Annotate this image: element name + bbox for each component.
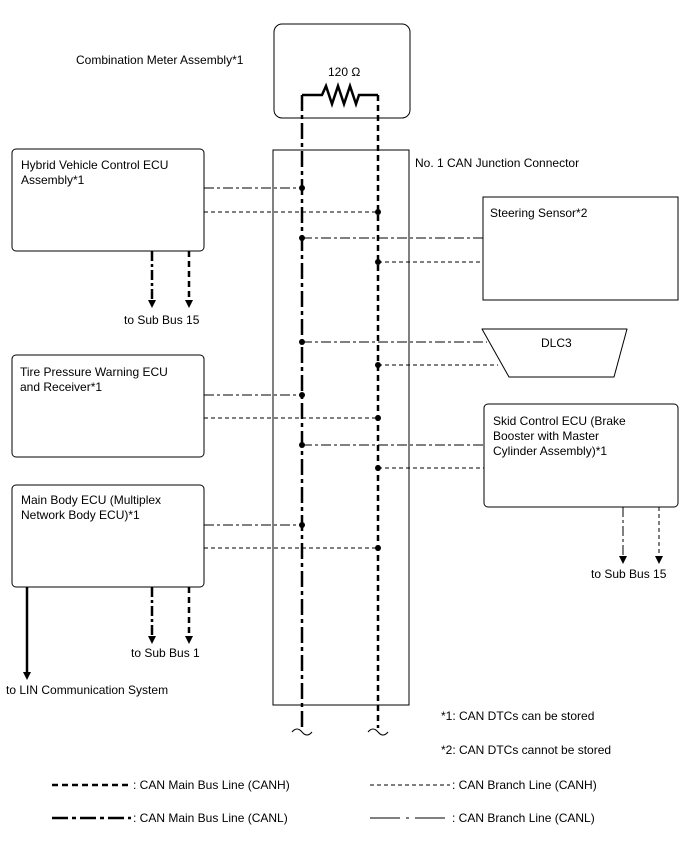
main-body-ecu-label-2: Network Body ECU)*1 — [21, 508, 140, 522]
tire-pressure-ecu-box — [11, 354, 205, 458]
hybrid-sub-bus-label: to Sub Bus 15 — [124, 313, 200, 327]
junction-dot — [375, 259, 381, 265]
note-dtc-not-stored: *2: CAN DTCs cannot be stored — [441, 743, 611, 757]
bus-continuation-right — [367, 728, 389, 736]
junction-dot — [299, 185, 305, 191]
skid-sub-bus-label: to Sub Bus 15 — [591, 567, 667, 581]
hybrid-ecu-box — [11, 148, 205, 252]
junction-dot — [375, 465, 381, 471]
lin-system-label: to LIN Communication System — [6, 683, 168, 697]
terminating-resistor — [302, 82, 378, 108]
hybrid-ecu-label-2: Assembly*1 — [21, 173, 85, 187]
skid-control-ecu-box — [483, 403, 679, 508]
junction-connector-label: No. 1 CAN Junction Connector — [415, 156, 579, 170]
junction-dot — [375, 415, 381, 421]
dlc3-connector — [481, 328, 628, 378]
junction-dot — [299, 392, 305, 398]
legend-branch-canh-label: : CAN Branch Line (CANH) — [452, 778, 597, 792]
steering-sensor-label: Steering Sensor*2 — [490, 206, 588, 220]
skid-control-ecu-label-3: Cylinder Assembly)*1 — [493, 444, 607, 458]
junction-dots — [299, 185, 381, 551]
junction-dot — [375, 209, 381, 215]
main-body-ecu-box — [11, 484, 205, 588]
junction-dot — [299, 339, 305, 345]
legend-branch-canl-label: : CAN Branch Line (CANL) — [452, 811, 595, 825]
junction-dot — [299, 522, 305, 528]
junction-dot — [375, 362, 381, 368]
main-body-ecu-label-1: Main Body ECU (Multiplex — [21, 493, 161, 507]
note-dtc-stored: *1: CAN DTCs can be stored — [441, 709, 594, 723]
legend-main-canl-label: : CAN Main Bus Line (CANL) — [133, 811, 288, 825]
skid-control-ecu-label-1: Skid Control ECU (Brake — [493, 414, 626, 428]
steering-sensor-box — [482, 196, 679, 301]
body-sub-bus-label: to Sub Bus 1 — [131, 646, 200, 660]
resistor-label: 120 Ω — [328, 65, 360, 79]
hybrid-ecu-label-1: Hybrid Vehicle Control ECU — [21, 158, 168, 172]
tire-pressure-ecu-label-1: Tire Pressure Warning ECU — [20, 365, 168, 379]
bus-continuation-left — [291, 728, 313, 736]
junction-dot — [299, 442, 305, 448]
dlc3-label: DLC3 — [541, 336, 572, 350]
junction-dot — [299, 235, 305, 241]
combination-meter-label: Combination Meter Assembly*1 — [76, 53, 244, 67]
legend-main-canh-label: : CAN Main Bus Line (CANH) — [133, 778, 290, 792]
junction-dot — [375, 545, 381, 551]
skid-control-ecu-label-2: Booster with Master — [493, 429, 599, 443]
tire-pressure-ecu-label-2: and Receiver*1 — [20, 380, 102, 394]
junction-connector-box — [272, 149, 410, 706]
